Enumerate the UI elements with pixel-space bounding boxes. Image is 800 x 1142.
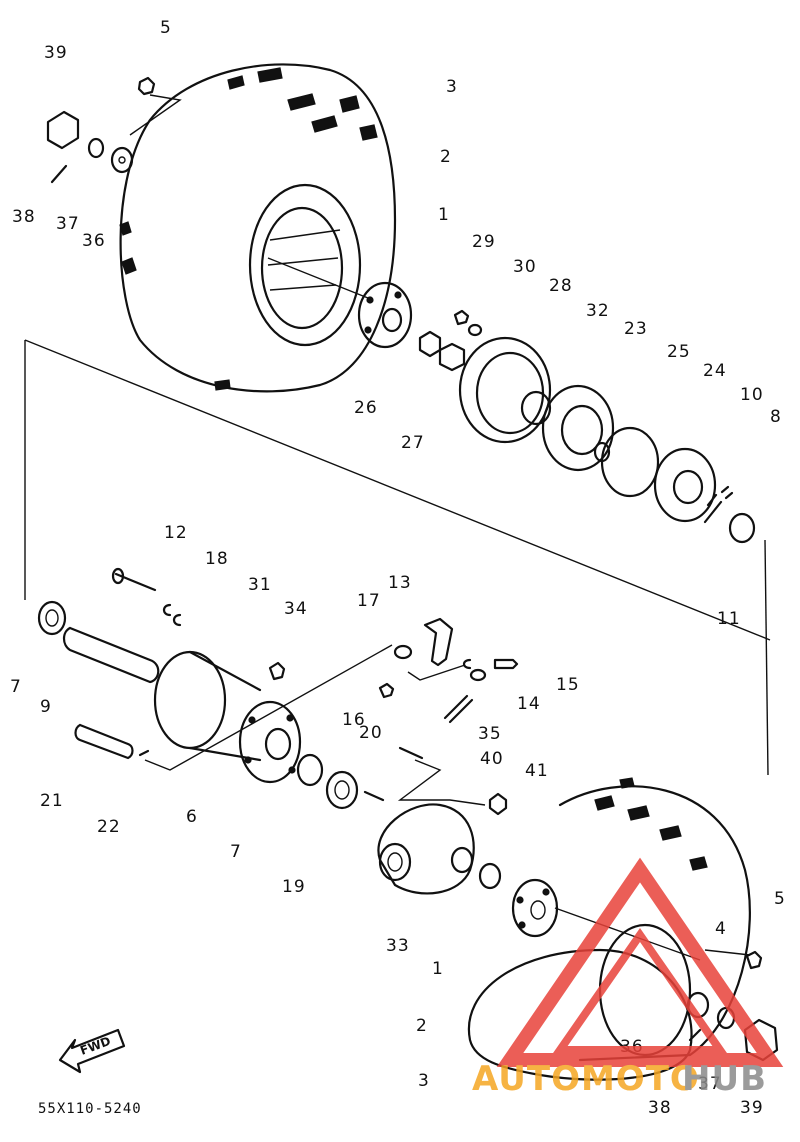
callout-1: 1 — [432, 959, 444, 979]
callout-40: 40 — [480, 749, 504, 769]
callout-41: 41 — [525, 761, 549, 781]
callout-28: 28 — [549, 276, 573, 296]
fwd-label: FWD — [78, 1034, 112, 1058]
callout-17: 17 — [357, 591, 381, 611]
upper-hub — [267, 257, 413, 349]
callout-25: 25 — [667, 342, 691, 362]
callout-3: 3 — [446, 77, 458, 97]
callout-24: 24 — [703, 361, 727, 381]
callout-4: 4 — [715, 919, 727, 939]
differential-housing — [377, 803, 502, 895]
diagram-code: 55X110-5240 — [38, 1101, 142, 1117]
callout-16: 16 — [342, 710, 366, 730]
callout-31: 31 — [248, 575, 272, 595]
callout-34: 34 — [284, 599, 308, 619]
callout-37: 37 — [698, 1074, 722, 1094]
brake-cam-lever — [363, 617, 519, 816]
callout-11: 11 — [717, 609, 741, 629]
callout-37: 37 — [56, 214, 80, 234]
leader-diagonal — [24, 339, 771, 641]
callout-5: 5 — [160, 18, 172, 38]
fwd-arrow: FWD — [58, 1028, 126, 1074]
watermark-suffix: HUB — [682, 1059, 767, 1099]
lower-hub — [511, 878, 779, 1062]
callout-38: 38 — [12, 207, 36, 227]
watermark-prefix: AUTOMOTO — [472, 1059, 700, 1099]
callout-36: 36 — [82, 231, 106, 251]
upper-axle-nut-set — [46, 76, 182, 184]
callout-38: 38 — [648, 1098, 672, 1118]
callout-2: 2 — [416, 1016, 428, 1036]
callout-7: 7 — [230, 842, 242, 862]
callout-3: 3 — [418, 1071, 430, 1091]
callout-39: 39 — [740, 1098, 764, 1118]
callout-1: 1 — [438, 205, 450, 225]
callout-33: 33 — [386, 936, 410, 956]
callout-2: 2 — [440, 147, 452, 167]
callout-8: 8 — [770, 407, 782, 427]
callout-30: 30 — [513, 257, 537, 277]
callout-7: 7 — [10, 677, 22, 697]
callout-20: 20 — [359, 723, 383, 743]
callout-14: 14 — [517, 694, 541, 714]
callout-5: 5 — [774, 889, 786, 909]
upper-tire — [119, 63, 397, 393]
callout-39: 39 — [44, 43, 68, 63]
callout-18: 18 — [205, 549, 229, 569]
callout-26: 26 — [354, 398, 378, 418]
callout-12: 12 — [164, 523, 188, 543]
brake-drum-assembly — [418, 309, 756, 544]
callout-21: 21 — [40, 791, 64, 811]
callout-32: 32 — [586, 301, 610, 321]
leader-right — [764, 539, 769, 776]
callout-29: 29 — [472, 232, 496, 252]
callout-22: 22 — [97, 817, 121, 837]
callout-10: 10 — [740, 385, 764, 405]
callout-35: 35 — [478, 724, 502, 744]
callout-9: 9 — [40, 697, 52, 717]
callout-19: 19 — [282, 877, 306, 897]
axle-assembly — [37, 567, 393, 810]
callout-23: 23 — [624, 319, 648, 339]
callout-15: 15 — [556, 675, 580, 695]
watermark-logo: AUTOMOTO HUB — [472, 857, 784, 1099]
callout-6: 6 — [186, 807, 198, 827]
callout-13: 13 — [388, 573, 412, 593]
callout-27: 27 — [401, 433, 425, 453]
